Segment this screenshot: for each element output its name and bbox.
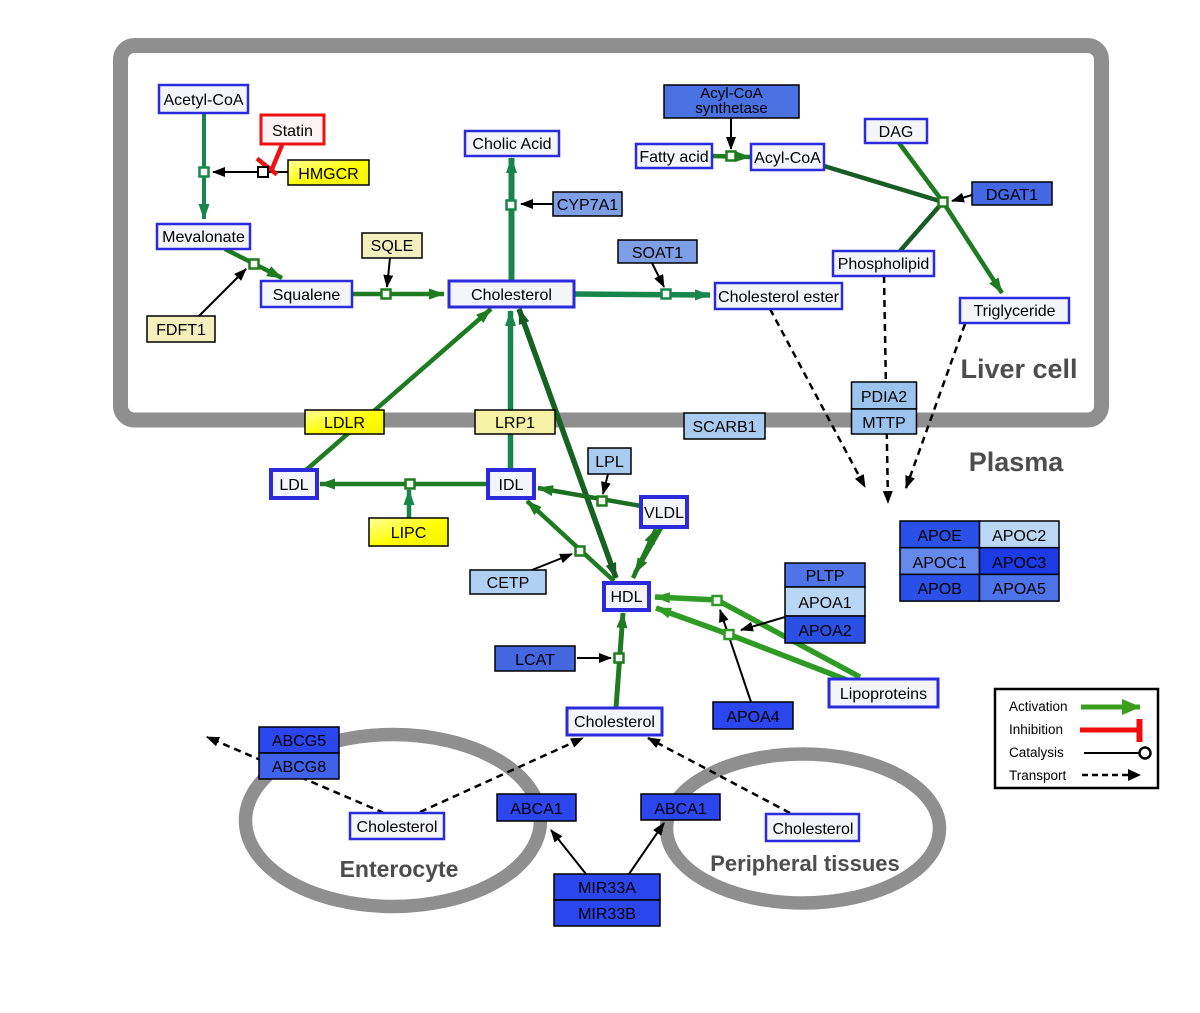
svg-text:HMGCR: HMGCR: [298, 166, 358, 183]
svg-text:Acyl-CoA: Acyl-CoA: [700, 85, 763, 102]
svg-text:PLTP: PLTP: [806, 568, 845, 585]
svg-text:Cholic Acid: Cholic Acid: [472, 136, 551, 153]
svg-text:LCAT: LCAT: [515, 652, 555, 669]
svg-text:Cholesterol: Cholesterol: [471, 287, 552, 304]
svg-text:APOA4: APOA4: [726, 709, 779, 726]
svg-text:PDIA2: PDIA2: [861, 389, 907, 406]
svg-text:SOAT1: SOAT1: [632, 245, 683, 262]
svg-text:Squalene: Squalene: [273, 287, 341, 304]
svg-text:Liver cell: Liver cell: [960, 354, 1077, 384]
svg-text:APOA1: APOA1: [798, 595, 851, 612]
svg-text:Plasma: Plasma: [969, 447, 1065, 477]
svg-text:Peripheral tissues: Peripheral tissues: [710, 851, 900, 876]
svg-text:Lipoproteins: Lipoproteins: [840, 686, 927, 703]
svg-text:synthetase: synthetase: [695, 100, 768, 117]
svg-text:Phospholipid: Phospholipid: [838, 256, 930, 273]
svg-text:VLDL: VLDL: [644, 505, 684, 522]
svg-text:ABCA1: ABCA1: [510, 801, 563, 818]
svg-text:APOA2: APOA2: [798, 623, 851, 640]
svg-text:Mevalonate: Mevalonate: [162, 229, 245, 246]
svg-text:Cholesterol: Cholesterol: [574, 714, 655, 731]
svg-text:APOC3: APOC3: [992, 555, 1046, 572]
svg-text:MTTP: MTTP: [862, 415, 906, 432]
svg-text:APOB: APOB: [917, 581, 961, 598]
svg-text:Catalysis: Catalysis: [1009, 745, 1064, 760]
svg-text:CYP7A1: CYP7A1: [557, 197, 618, 214]
svg-text:Enterocyte: Enterocyte: [340, 856, 459, 882]
svg-text:LDLR: LDLR: [324, 415, 365, 432]
svg-text:Acetyl-CoA: Acetyl-CoA: [163, 92, 243, 109]
svg-text:ABCG5: ABCG5: [272, 733, 326, 750]
svg-text:IDL: IDL: [499, 477, 524, 494]
svg-text:LDL: LDL: [279, 477, 308, 494]
svg-text:HDL: HDL: [610, 589, 642, 606]
svg-text:Cholesterol: Cholesterol: [773, 821, 854, 838]
svg-text:Statin: Statin: [272, 123, 313, 140]
svg-text:Acyl-CoA: Acyl-CoA: [754, 150, 821, 167]
svg-text:APOA5: APOA5: [993, 581, 1046, 598]
svg-text:LRP1: LRP1: [495, 415, 535, 432]
svg-text:FDFT1: FDFT1: [156, 322, 206, 339]
svg-text:Cholesterol: Cholesterol: [357, 819, 438, 836]
svg-text:ABCA1: ABCA1: [654, 801, 707, 818]
svg-text:MIR33B: MIR33B: [578, 906, 636, 923]
svg-text:Fatty acid: Fatty acid: [639, 149, 708, 166]
svg-text:Transport: Transport: [1009, 768, 1067, 783]
svg-text:APOE: APOE: [917, 528, 961, 545]
svg-text:Triglyceride: Triglyceride: [973, 303, 1055, 320]
svg-text:CETP: CETP: [487, 575, 530, 592]
svg-text:MIR33A: MIR33A: [578, 880, 636, 897]
svg-text:APOC2: APOC2: [992, 528, 1046, 545]
svg-text:LPL: LPL: [595, 454, 624, 471]
svg-text:Cholesterol ester: Cholesterol ester: [718, 289, 840, 306]
svg-text:SCARB1: SCARB1: [692, 419, 756, 436]
svg-text:Inhibition: Inhibition: [1009, 722, 1063, 737]
svg-text:LIPC: LIPC: [391, 525, 427, 542]
svg-text:DAG: DAG: [879, 124, 914, 141]
svg-text:DGAT1: DGAT1: [986, 187, 1038, 204]
svg-text:Activation: Activation: [1009, 699, 1068, 714]
svg-text:SQLE: SQLE: [371, 238, 414, 255]
svg-text:APOC1: APOC1: [913, 555, 967, 572]
svg-text:ABCG8: ABCG8: [272, 759, 326, 776]
